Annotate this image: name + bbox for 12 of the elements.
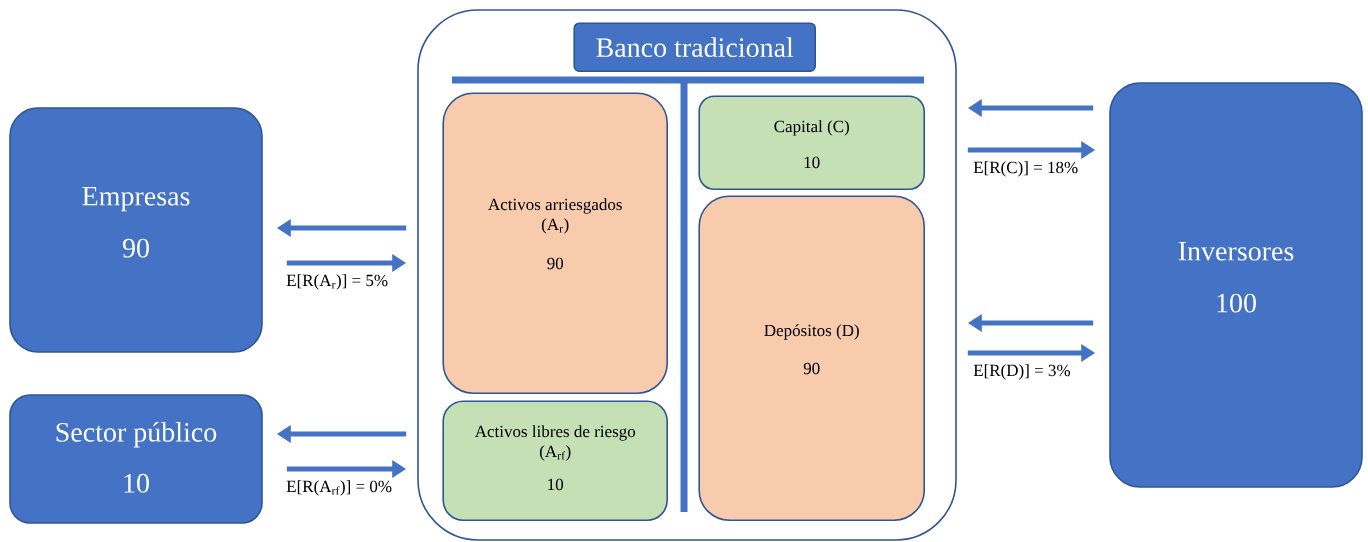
edge-label: E[R(D)] = 3% [973,364,1070,380]
balance-box: Activos libres de riesgo (A$_{rf}$) 10 [442,400,668,521]
edge-label: E[R(A$_{rf}$)] = 0% [286,480,392,496]
balance-box: Capital (C) 10 [698,95,925,190]
entity-box: Empresas 90 [9,107,263,353]
entity-box: Inversores 100 [1109,82,1363,488]
balance-box: Activos arriesgados (A$_{r}$) 90 [442,92,668,394]
title-banner: Banco tradicional [573,22,816,72]
edge-label: E[R(A$_{r}$)] = 5% [286,274,388,290]
balance-box: Depósitos (D) 90 [698,195,925,521]
entity-box: Sector público 10 [9,394,263,524]
edge-label: E[R(C)] = 18% [973,161,1078,177]
